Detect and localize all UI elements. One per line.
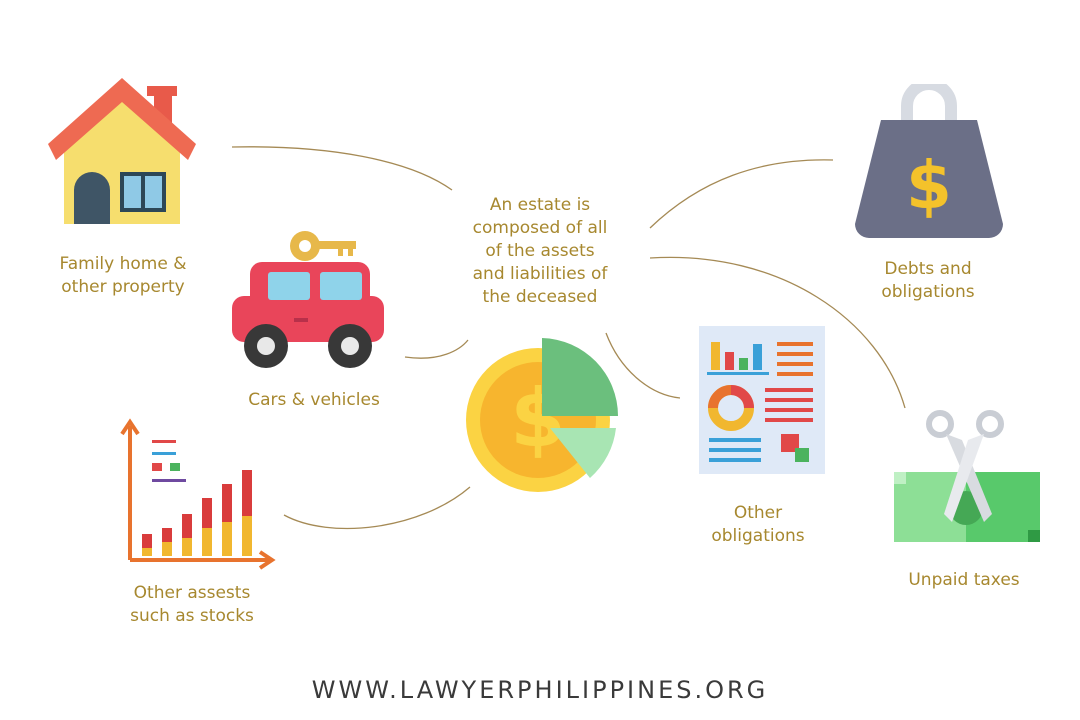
dollar-weight-icon: $ xyxy=(855,84,1003,238)
car-with-key-icon xyxy=(232,231,384,368)
label-debts: Debts and obligations xyxy=(881,258,974,304)
scissors-icon xyxy=(926,410,1004,522)
label-line: Other xyxy=(733,503,783,523)
label-line: Unpaid taxes xyxy=(908,570,1020,590)
label-home: Family home & other property xyxy=(60,253,187,299)
label-line: obligations xyxy=(711,526,805,546)
label-cars: Cars & vehicles xyxy=(248,389,380,412)
label-line: such as stocks xyxy=(130,606,254,626)
label-line: Debts and xyxy=(884,259,972,279)
footer-website-url[interactable]: WWW.LAWYERPHILIPPINES.ORG xyxy=(311,676,769,704)
coin-pie-chart-icon: $ xyxy=(466,338,618,492)
connector-other-obligations xyxy=(605,332,681,399)
connector-taxes xyxy=(649,256,906,409)
svg-text:$: $ xyxy=(906,147,952,224)
center-line: of the assets xyxy=(485,241,595,261)
label-other-obligations: Other obligations xyxy=(711,502,804,548)
center-line: An estate is xyxy=(489,195,591,215)
house-icon xyxy=(48,78,196,224)
center-line: composed of all xyxy=(472,218,608,238)
scissors-cutting-cash-icon xyxy=(894,410,1040,542)
connector-debts xyxy=(649,159,834,229)
label-line: other property xyxy=(61,277,185,297)
key-icon xyxy=(290,231,356,261)
report-document-icon xyxy=(699,326,825,474)
label-taxes: Unpaid taxes xyxy=(908,569,1019,592)
label-stocks: Other assests such as stocks xyxy=(130,582,254,628)
connector-home xyxy=(231,146,453,191)
label-line: Other assests xyxy=(133,583,251,603)
connector-stocks xyxy=(283,486,471,530)
stock-chart-icon xyxy=(120,418,276,570)
connector-cars xyxy=(404,339,469,359)
label-line: Cars & vehicles xyxy=(248,390,380,410)
label-line: obligations xyxy=(881,282,975,302)
center-line: the deceased xyxy=(482,287,598,307)
center-statement: An estate is composed of all of the asse… xyxy=(473,194,608,309)
center-line: and liabilities of xyxy=(472,264,608,284)
label-line: Family home & xyxy=(59,254,187,274)
